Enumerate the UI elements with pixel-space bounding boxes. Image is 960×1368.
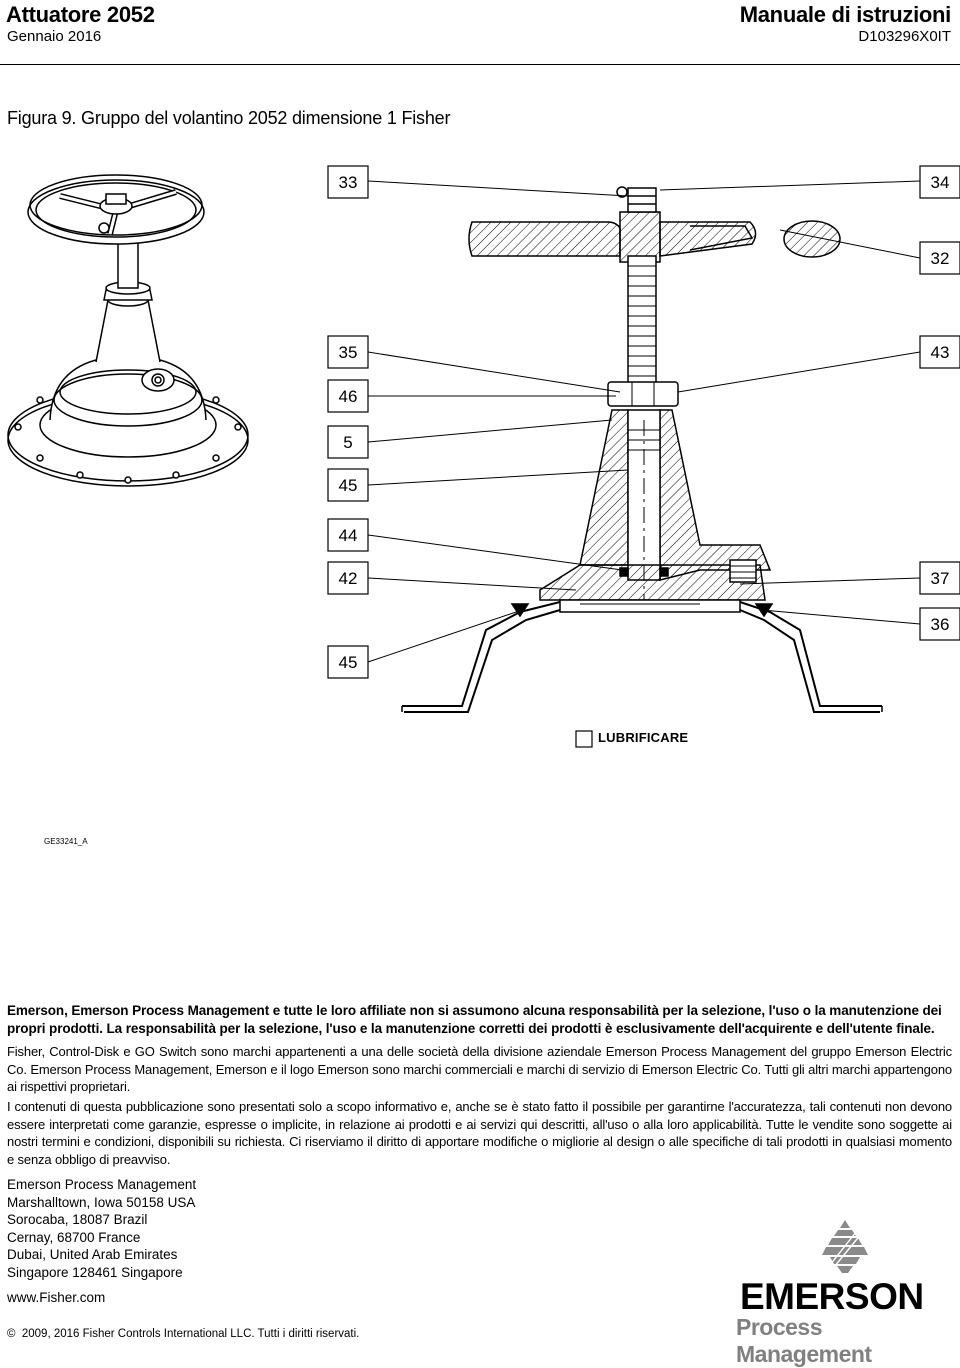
copyright-symbol: ©	[7, 1328, 16, 1340]
callouts-right	[919, 165, 960, 641]
callout-34: 34	[931, 173, 950, 192]
handwheel-assembly-drawing: 33 35 46 5 45 44 42 45 34 32 43 37 36	[7, 165, 960, 748]
document-date: Gennaio 2016	[7, 28, 102, 45]
address-line: Sorocaba, 18087 Brazil	[7, 1212, 148, 1227]
callout-36: 36	[931, 615, 950, 634]
callout-33: 33	[339, 173, 358, 192]
header-rule	[0, 64, 960, 65]
callout-42: 42	[339, 569, 358, 588]
address-line: Dubai, United Arab Emirates	[7, 1247, 178, 1262]
callout-46: 46	[339, 387, 358, 406]
callout-35: 35	[339, 343, 358, 362]
lubricate-legend-box	[575, 730, 593, 748]
figure-title: Figura 9. Gruppo del volantino 2052 dime…	[7, 108, 451, 128]
website-link[interactable]: www.Fisher.com	[7, 1290, 106, 1305]
address-line: Cernay, 68700 France	[7, 1229, 141, 1245]
callout-45b: 45	[339, 653, 358, 672]
copyright: © 2009, 2016 Fisher Controls Internation…	[7, 1328, 359, 1340]
address-line: Singapore 128461 Singapore	[7, 1264, 183, 1280]
callout-45a: 45	[339, 476, 358, 495]
trademark-notice: Fisher, Control-Disk e GO Switch sono ma…	[7, 1044, 952, 1094]
manual-type: Manuale di istruzioni	[739, 2, 952, 27]
lubricate-label: LUBRIFICARE	[598, 730, 689, 745]
information-notice: I contenuti di questa pubblicazione sono…	[7, 1099, 952, 1167]
callout-37: 37	[931, 569, 950, 588]
figure-code: GE33241_A	[44, 837, 88, 846]
callout-32: 32	[931, 249, 950, 268]
emerson-wordmark: EMERSON	[740, 1276, 924, 1317]
emerson-subtitle: Process Management	[736, 1314, 872, 1367]
isometric-sketch	[7, 174, 249, 487]
address-line: Emerson Process Management	[7, 1177, 197, 1192]
address-line: Marshalltown, Iowa 50158 USA	[7, 1194, 196, 1210]
callout-43: 43	[931, 343, 950, 362]
cross-section	[401, 186, 883, 713]
emerson-logo-icon	[822, 1220, 868, 1273]
copyright-text: 2009, 2016 Fisher Controls International…	[21, 1328, 360, 1340]
callout-5: 5	[343, 433, 352, 452]
document-title: Attuatore 2052	[6, 2, 155, 27]
document-code: D103296X0IT	[858, 28, 951, 45]
callouts-left	[327, 165, 369, 679]
disclaimer: Emerson, Emerson Process Management e tu…	[7, 1003, 942, 1036]
company-address: Emerson Process Management Marshalltown,…	[7, 1176, 196, 1281]
callout-44: 44	[339, 526, 358, 545]
callout-leaders	[367, 180, 921, 663]
